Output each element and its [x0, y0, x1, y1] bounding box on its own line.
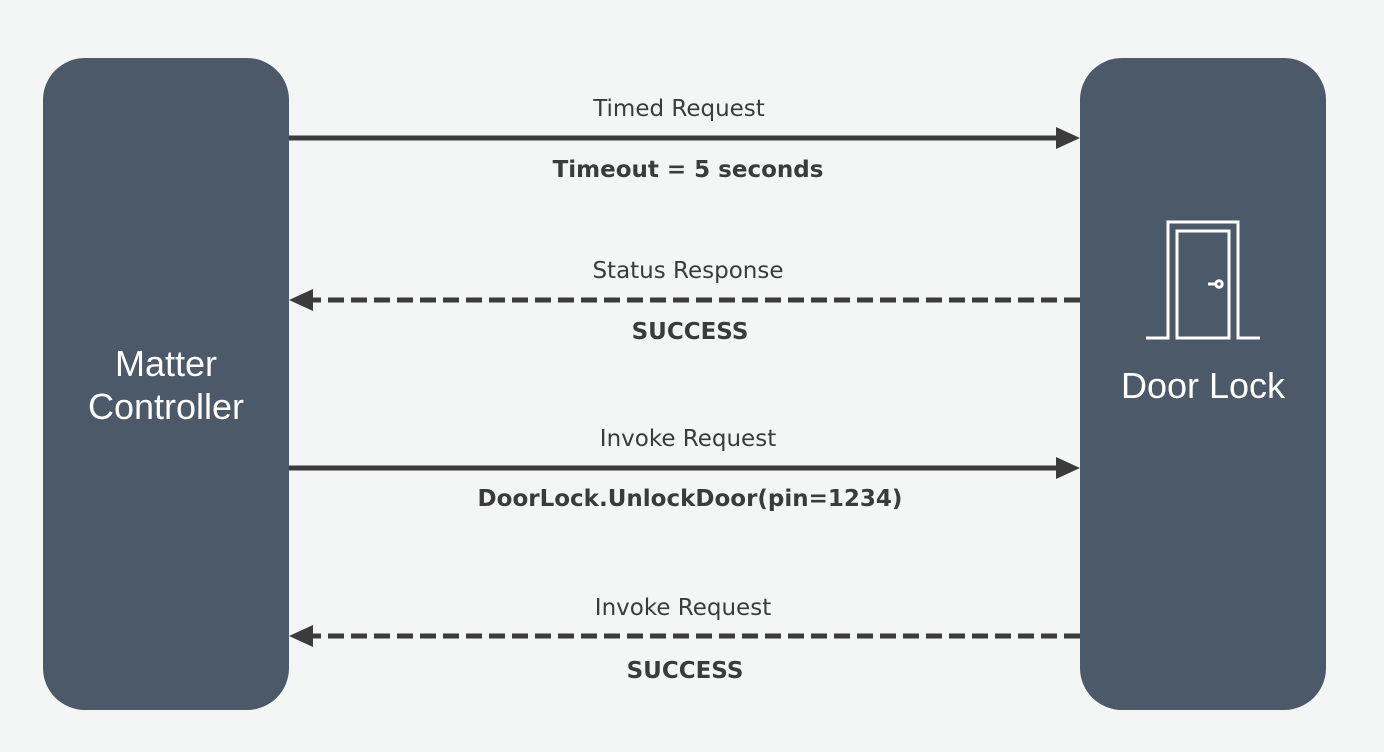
door-icon [1146, 220, 1260, 340]
message-1-label: Timed Request [593, 96, 765, 122]
message-2-detail: SUCCESS [631, 319, 749, 345]
door-lock-lane: Door Lock [1080, 58, 1326, 710]
message-4-label: Invoke Request [594, 595, 772, 621]
matter-controller-lane: Matter Controller [43, 58, 289, 710]
matter-controller-title: Matter Controller [87, 343, 245, 427]
door-lock-title: Door Lock [1120, 365, 1286, 406]
message-3-arrow-head [1056, 457, 1080, 479]
message-1-detail: Timeout = 5 seconds [552, 157, 824, 183]
message-1-arrow-head [1056, 127, 1080, 149]
message-4-detail: SUCCESS [626, 658, 744, 684]
message-3-detail: DoorLock.UnlockDoor(pin=1234) [477, 486, 903, 512]
message-2-label: Status Response [592, 258, 784, 284]
message-4-arrow-head [289, 625, 313, 647]
message-3-label: Invoke Request [599, 426, 777, 452]
message-2-arrow-head [289, 289, 313, 311]
